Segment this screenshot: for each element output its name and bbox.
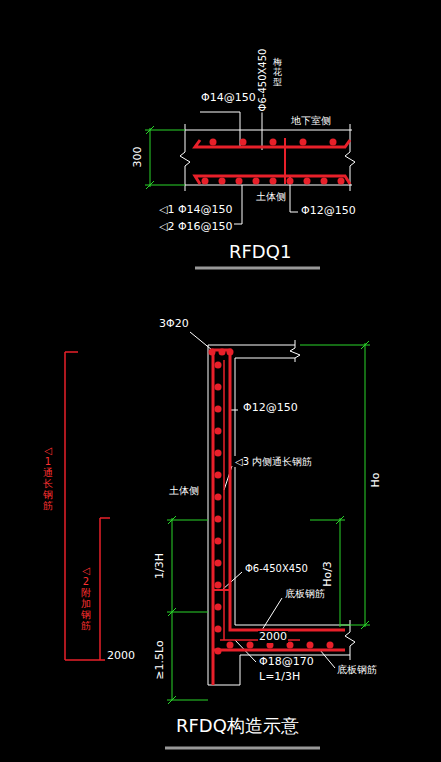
drawing-label: ◁1通长钢筋 xyxy=(42,445,54,511)
drawing-label: RFDQ构造示意 xyxy=(175,716,300,736)
drawing-label: Ho xyxy=(370,471,382,488)
drawing-label: Φ12@150 xyxy=(242,402,299,414)
drawing-label: RFDQ1 xyxy=(228,242,292,262)
drawing-label: ≥1.5Lo xyxy=(154,639,166,680)
drawing-label: Φ14@150 xyxy=(200,92,257,104)
drawing-label: L=1/3H xyxy=(258,671,301,683)
drawing-label: Ho/3 xyxy=(322,560,334,588)
drawing-label: Φ6-450X450 xyxy=(244,563,309,574)
drawing-label: 底板钢筋 xyxy=(336,664,378,675)
drawing-label: ◁1 Φ14@150 xyxy=(158,204,234,216)
drawing-label: 2000 xyxy=(106,650,136,662)
drawing-label: 土体侧 xyxy=(255,191,287,202)
drawing-label: 1/3H xyxy=(154,552,166,580)
drawing-label: 地下室侧 xyxy=(290,115,332,126)
drawing-label: 土体侧 xyxy=(168,485,200,496)
drawing-label: ◁2 Φ16@150 xyxy=(158,221,234,233)
drawing-label: 2000 xyxy=(258,631,288,643)
drawing-label: Φ18@170 xyxy=(258,656,315,668)
drawing-label: 300 xyxy=(132,146,144,169)
drawing-label: 梅花型 xyxy=(272,58,283,88)
drawing-label: Φ6-450X450 xyxy=(257,48,268,113)
drawing-label: ◁2 附加钢筋 xyxy=(80,565,92,631)
drawing-label: 底板钢筋 xyxy=(284,588,326,599)
drawing-label: Φ12@150 xyxy=(300,205,357,217)
drawing-label: 3Φ20 xyxy=(158,318,190,330)
drawing-label: ◁3 内侧通长钢筋 xyxy=(234,456,313,467)
